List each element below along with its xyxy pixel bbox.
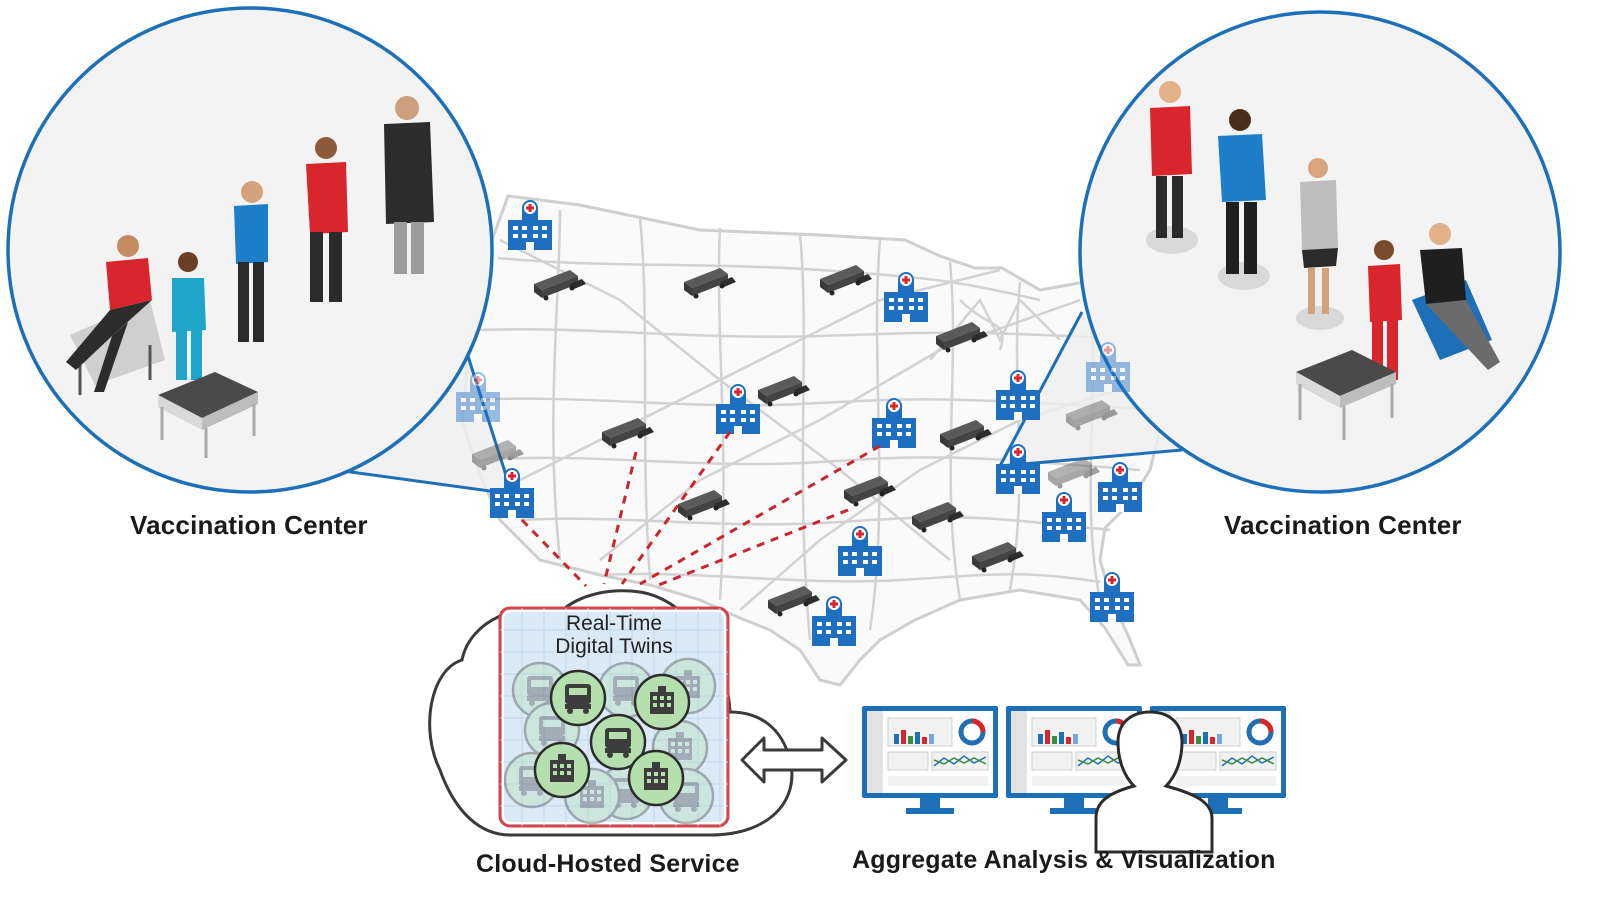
left-callout bbox=[6, 6, 514, 496]
analysis-dashboards bbox=[862, 706, 1286, 854]
truck-twin-icon bbox=[549, 669, 607, 727]
bidirectional-arrow-icon bbox=[740, 736, 848, 784]
data-links bbox=[520, 431, 881, 588]
right-center-label: Vaccination Center bbox=[1224, 510, 1462, 540]
cloud-service bbox=[428, 589, 794, 837]
digital-twins-title-line1: Real-Time bbox=[565, 612, 663, 635]
analysis-label: Aggregate Analysis & Visualization bbox=[852, 846, 1276, 874]
monitor-icon bbox=[862, 706, 998, 814]
person-silhouette-icon bbox=[1094, 710, 1214, 854]
hospital-twin-icon bbox=[633, 673, 691, 731]
us-map bbox=[460, 194, 1192, 687]
digital-twins-title: Real-Time Digital Twins bbox=[500, 612, 728, 658]
right-callout bbox=[998, 10, 1562, 494]
digital-twins-title-line2: Digital Twins bbox=[555, 635, 673, 658]
hospital-twin-icon bbox=[627, 749, 685, 807]
left-vaccination-scene bbox=[66, 96, 434, 458]
hospital-twin-icon bbox=[533, 741, 591, 799]
cloud-service-label: Cloud-Hosted Service bbox=[476, 850, 740, 878]
left-center-label: Vaccination Center bbox=[130, 510, 368, 540]
left-callout-cone bbox=[336, 350, 512, 494]
right-vaccination-scene bbox=[1146, 81, 1500, 440]
